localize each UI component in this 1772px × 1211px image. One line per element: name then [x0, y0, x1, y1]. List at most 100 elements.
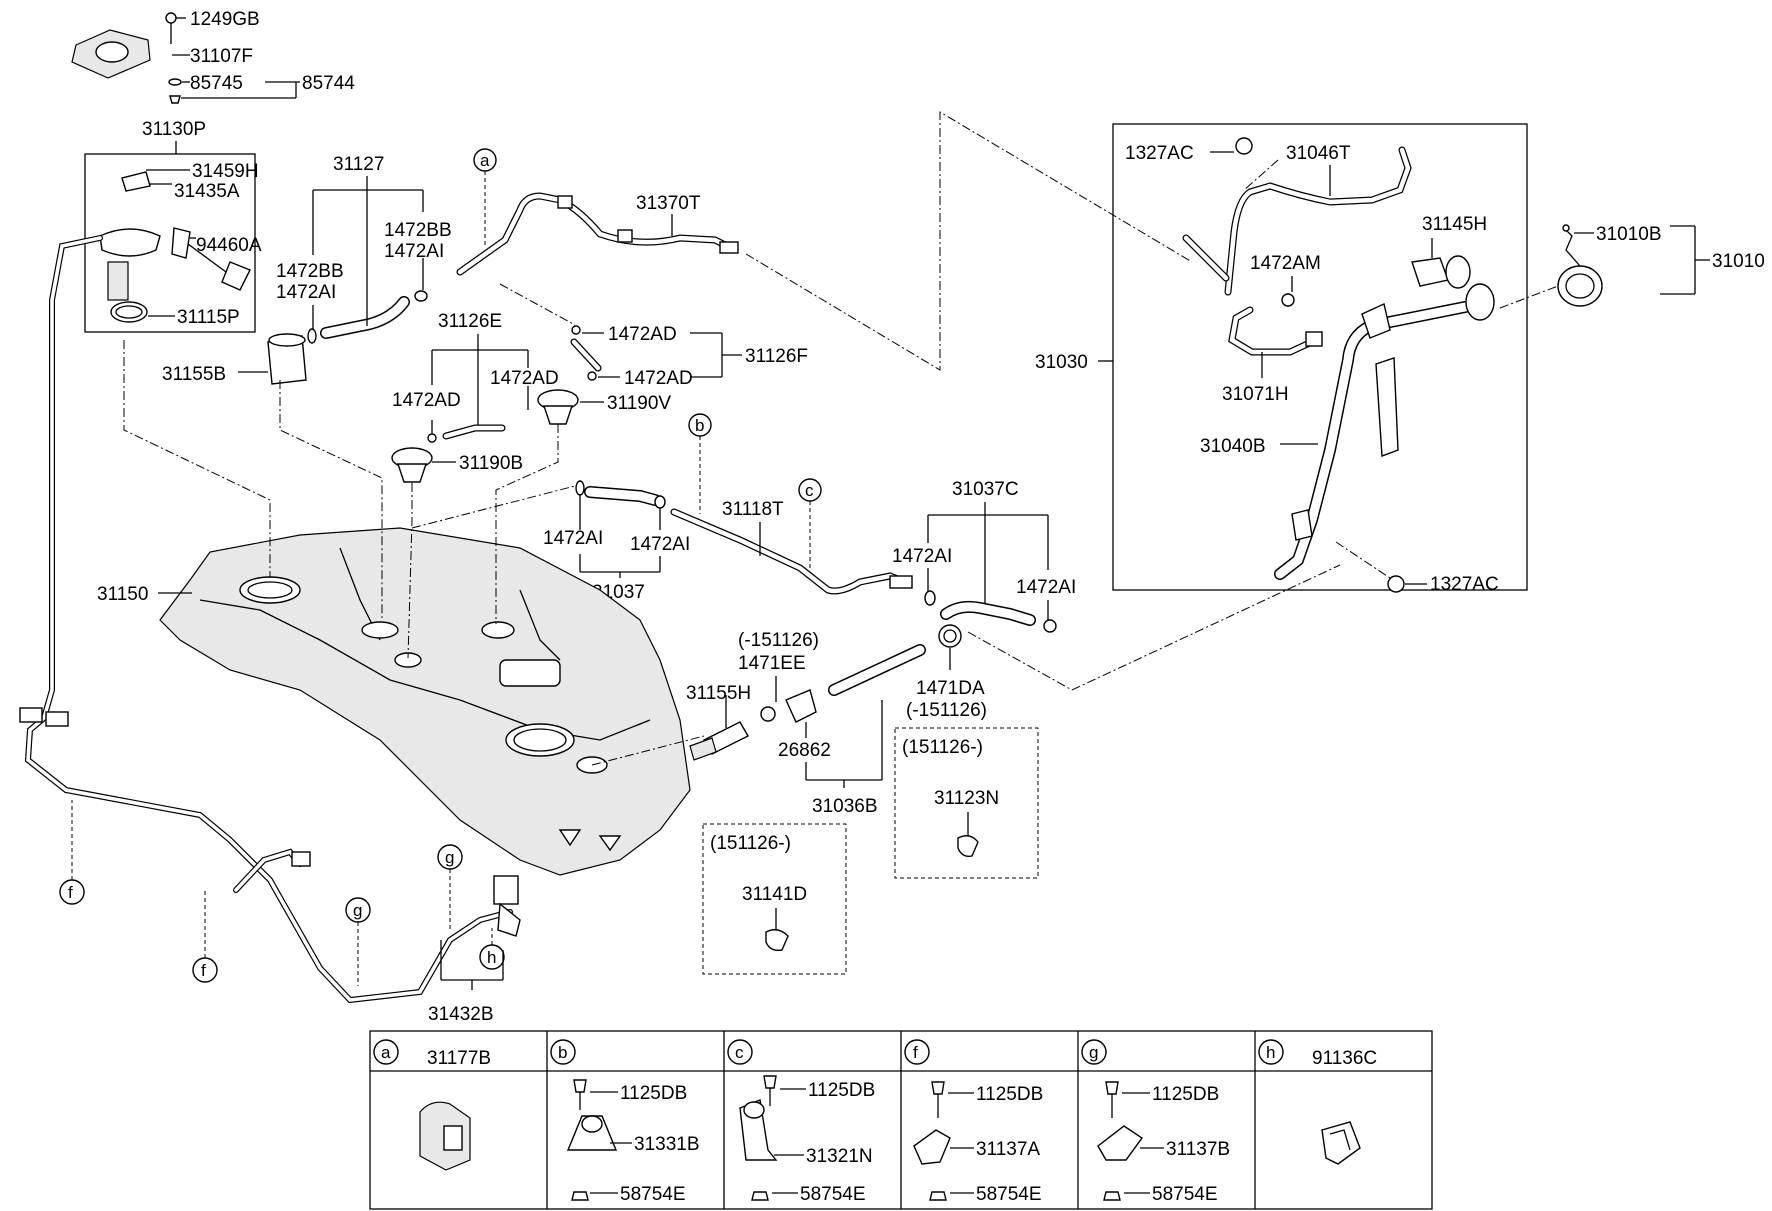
fill-line-connector — [889, 575, 913, 589]
wiring-harness-group: f f g g h 31432B — [19, 235, 521, 1025]
label-31145h: 31145H — [1422, 214, 1487, 235]
label-31155b: 31155B — [162, 364, 226, 385]
legend-b-p2: 31331B — [634, 1134, 700, 1155]
label-31127: 31127 — [333, 154, 384, 175]
legend-a-circle — [373, 1039, 399, 1065]
legend-f-p2: 31137A — [976, 1139, 1040, 1160]
label-85745: 85745 — [190, 73, 243, 94]
legend-letter-g: g — [1089, 1043, 1098, 1062]
label-1471ee: 1471EE — [738, 653, 806, 674]
label-31030: 31030 — [1035, 352, 1088, 373]
label-31036b: 31036B — [812, 796, 878, 817]
legend-g-p1: 1125DB — [1152, 1084, 1219, 1105]
washer-85745-icon — [168, 78, 182, 86]
label-31190b: 31190B — [459, 453, 523, 474]
label-1472bb-a: 1472BB — [276, 261, 344, 282]
fuel-pump-assembly-group: 31130P 31459H 31435A 94460A 31115P — [84, 119, 262, 333]
label-1472ad-1: 1472AD — [392, 390, 461, 411]
nut-58754e-b-icon — [571, 1191, 589, 1201]
legend-g-p3: 58754E — [1152, 1184, 1218, 1205]
callout-g-2: g — [445, 848, 454, 867]
clamp-1471ee — [760, 706, 776, 722]
label-31435a: 31435A — [174, 181, 240, 202]
clamp-1472ai-right — [414, 290, 428, 302]
legend-cell-a: a 31177B — [373, 1039, 491, 1171]
legend-b-p1: 1125DB — [620, 1083, 687, 1104]
label-31037c: 31037C — [952, 479, 1019, 500]
label-31150: 31150 — [97, 584, 148, 605]
clamp-1472ad-a — [571, 325, 581, 335]
clamp-1472am — [1281, 293, 1295, 307]
fill-line-group: 1472AI 1472AI 31037 b 31118T c — [411, 413, 913, 603]
label-31118t: 31118T — [722, 499, 784, 520]
bracket-31331b-icon — [566, 1115, 618, 1151]
label-1327ac-b: 1327AC — [1430, 574, 1499, 595]
label-31190v: 31190V — [607, 393, 671, 414]
tank-valve-opening-a — [361, 621, 399, 639]
label-1472ai-f: 1472AI — [1016, 577, 1076, 598]
label-1472ad-2: 1472AD — [490, 368, 559, 389]
callout-g-1: g — [353, 901, 362, 920]
sender-connector — [121, 171, 151, 192]
label-1472ad-3: 1472AD — [608, 324, 677, 345]
label-1327ac-a: 1327AC — [1125, 143, 1194, 164]
label-31126f: 31126F — [745, 346, 808, 367]
harness-connector-d — [493, 875, 519, 905]
callout-f-1: f — [68, 883, 73, 902]
clamp-1471da — [938, 624, 962, 648]
fuel-cap-group: 31010B 31010 — [1499, 224, 1765, 309]
legend-cell-h: h 91136C — [1258, 1039, 1377, 1165]
callout-h: h — [487, 948, 496, 967]
label-85744: 85744 — [302, 73, 355, 94]
legend-cell-g: g 1125DB 31137B 58754E — [1081, 1039, 1230, 1205]
filler-neck-mouth — [1465, 283, 1495, 321]
nut-58754e-c-icon — [751, 1191, 769, 1201]
label-94460a: 94460A — [196, 235, 262, 256]
fuel-cap-icon — [1557, 265, 1603, 307]
line-clip-a — [557, 195, 573, 209]
valve-31145h-body — [1445, 255, 1471, 289]
label-31432b: 31432B — [428, 1004, 494, 1025]
variant-box-31123n-frame — [894, 727, 1039, 879]
legend-letter-h: h — [1266, 1043, 1275, 1062]
clamp-1472ai-d — [654, 495, 666, 509]
legend-f-circle — [904, 1039, 930, 1065]
tank-heat-shield — [499, 659, 561, 687]
sender-arm — [171, 227, 191, 259]
label-1472ai-b: 1472AI — [384, 241, 444, 262]
legend-c-circle — [727, 1039, 753, 1065]
legend-letter-b: b — [558, 1043, 567, 1062]
legend-f-p3: 58754E — [976, 1184, 1042, 1205]
bolt-1125db-b-icon — [573, 1079, 587, 1093]
label-1472ai-c: 1472AI — [543, 528, 603, 549]
bolt-1327ac-a-icon — [1235, 137, 1253, 155]
label-31071h: 31071H — [1222, 384, 1289, 405]
harness-connector-a — [19, 707, 43, 723]
pump-flange — [99, 228, 161, 257]
callout-c: c — [805, 481, 814, 500]
callout-b: b — [695, 416, 704, 435]
filler-neck-strap — [1375, 357, 1399, 457]
label-1472ai-a: 1472AI — [276, 282, 336, 303]
legend-cell-f: f 1125DB 31137A 58754E — [904, 1039, 1043, 1205]
clamp-1472ai-c — [575, 480, 585, 496]
filter-and-hose-group: 31155B 31127 1472BB 1472AI 1472BB 1472AI — [162, 154, 452, 385]
pump-body — [107, 261, 129, 301]
label-31115p: 31115P — [177, 307, 240, 328]
callout-f-2: f — [201, 961, 206, 980]
label-31010: 31010 — [1712, 251, 1765, 272]
legend-letter-f: f — [913, 1043, 918, 1062]
clamp-1472ai-f — [1043, 619, 1057, 633]
nut-icon — [169, 95, 181, 104]
label-1472ai-e: 1472AI — [892, 546, 952, 567]
label-31107f: 31107F — [190, 46, 253, 67]
clip-31137b-icon — [1097, 1125, 1143, 1161]
legend-cell-b: b 1125DB 31331B 58754E — [550, 1039, 700, 1205]
clamp-1472ad-b — [587, 371, 597, 381]
label-1471da: 1471DA — [916, 678, 985, 699]
filler-neck-bracket — [1361, 303, 1391, 339]
label-151126-d: (151126-) — [710, 833, 791, 854]
callout-a: a — [480, 151, 490, 170]
legend-g-p2: 31137B — [1166, 1139, 1230, 1160]
connector-26862 — [785, 689, 817, 723]
